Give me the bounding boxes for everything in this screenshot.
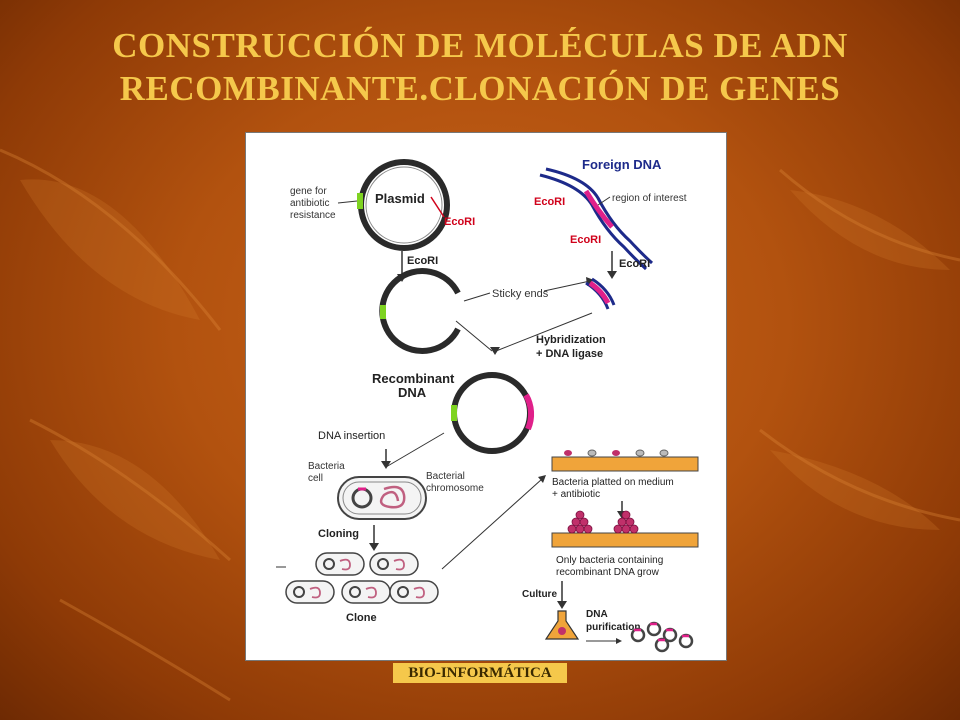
slide-title: CONSTRUCCIÓN DE MOLÉCULAS DE ADN RECOMBI… xyxy=(0,24,960,110)
recombinant-dna-diagram: Plasmid EcoRI gene for antibiotic resist… xyxy=(245,132,727,661)
recombinant-plasmid xyxy=(451,372,533,454)
cloning-label: Cloning xyxy=(318,528,359,540)
footer-label: BIO-INFORMÁTICA xyxy=(393,663,567,683)
only-bacteria-label: Only bacteria containing recombinant DNA… xyxy=(556,555,666,578)
sticky-ends-label: Sticky ends xyxy=(492,288,549,300)
hybridization-label: Hybridization xyxy=(536,334,606,346)
cut-plasmid xyxy=(379,268,461,354)
foreign-dna-label: Foreign DNA xyxy=(582,157,662,172)
clone-cells xyxy=(285,552,439,604)
foreign-dna-strand-b xyxy=(539,173,648,271)
culture-label: Culture xyxy=(522,589,557,600)
medium-plate-1 xyxy=(551,456,699,472)
foreign-dna-strand-a xyxy=(545,167,654,265)
bacterial-chromosome xyxy=(379,485,406,509)
plate-2-colonies xyxy=(567,510,639,534)
ecori-label-fragment: EcoRI xyxy=(619,258,650,270)
title-line-2: RECOMBINANTE.CLONACIÓN DE GENES xyxy=(119,69,841,108)
dna-insertion-label: DNA insertion xyxy=(318,430,385,442)
ecori-label-foreign-1: EcoRI xyxy=(534,196,565,208)
gene-label: gene for antibiotic resistance xyxy=(290,186,336,221)
bacterial-chromosome-label: Bacterial chromosome xyxy=(426,471,484,494)
ecori-label-foreign-2: EcoRI xyxy=(570,234,601,246)
recombinant-insert xyxy=(523,393,535,431)
region-of-interest-label: region of interest xyxy=(612,193,687,204)
title-line-1: CONSTRUCCIÓN DE MOLÉCULAS DE ADN xyxy=(112,26,848,65)
recombinant-dna-label: DNA xyxy=(398,385,427,400)
culture-flask xyxy=(544,610,580,640)
foreign-dna-insert xyxy=(583,189,614,229)
resistance-gene-mark xyxy=(357,193,363,209)
ecori-label-plasmid: EcoRI xyxy=(444,216,475,228)
dna-purification-label: DNA purification xyxy=(586,609,640,633)
bacteria-cell-label: Bacteria cell xyxy=(308,461,347,484)
plate-1-colonies xyxy=(564,449,669,457)
plasmid-label: Plasmid xyxy=(375,191,425,206)
ecori-label-cut: EcoRI xyxy=(407,255,438,267)
recombinant-label: Recombinant xyxy=(372,371,455,386)
diagram-svg: Plasmid EcoRI gene for antibiotic resist… xyxy=(276,157,699,653)
medium-plate-2 xyxy=(551,532,699,548)
clone-label: Clone xyxy=(346,612,377,624)
dna-ligase-label: + DNA ligase xyxy=(536,348,603,360)
plated-label: Bacteria platted on medium + antibiotic xyxy=(552,477,677,500)
